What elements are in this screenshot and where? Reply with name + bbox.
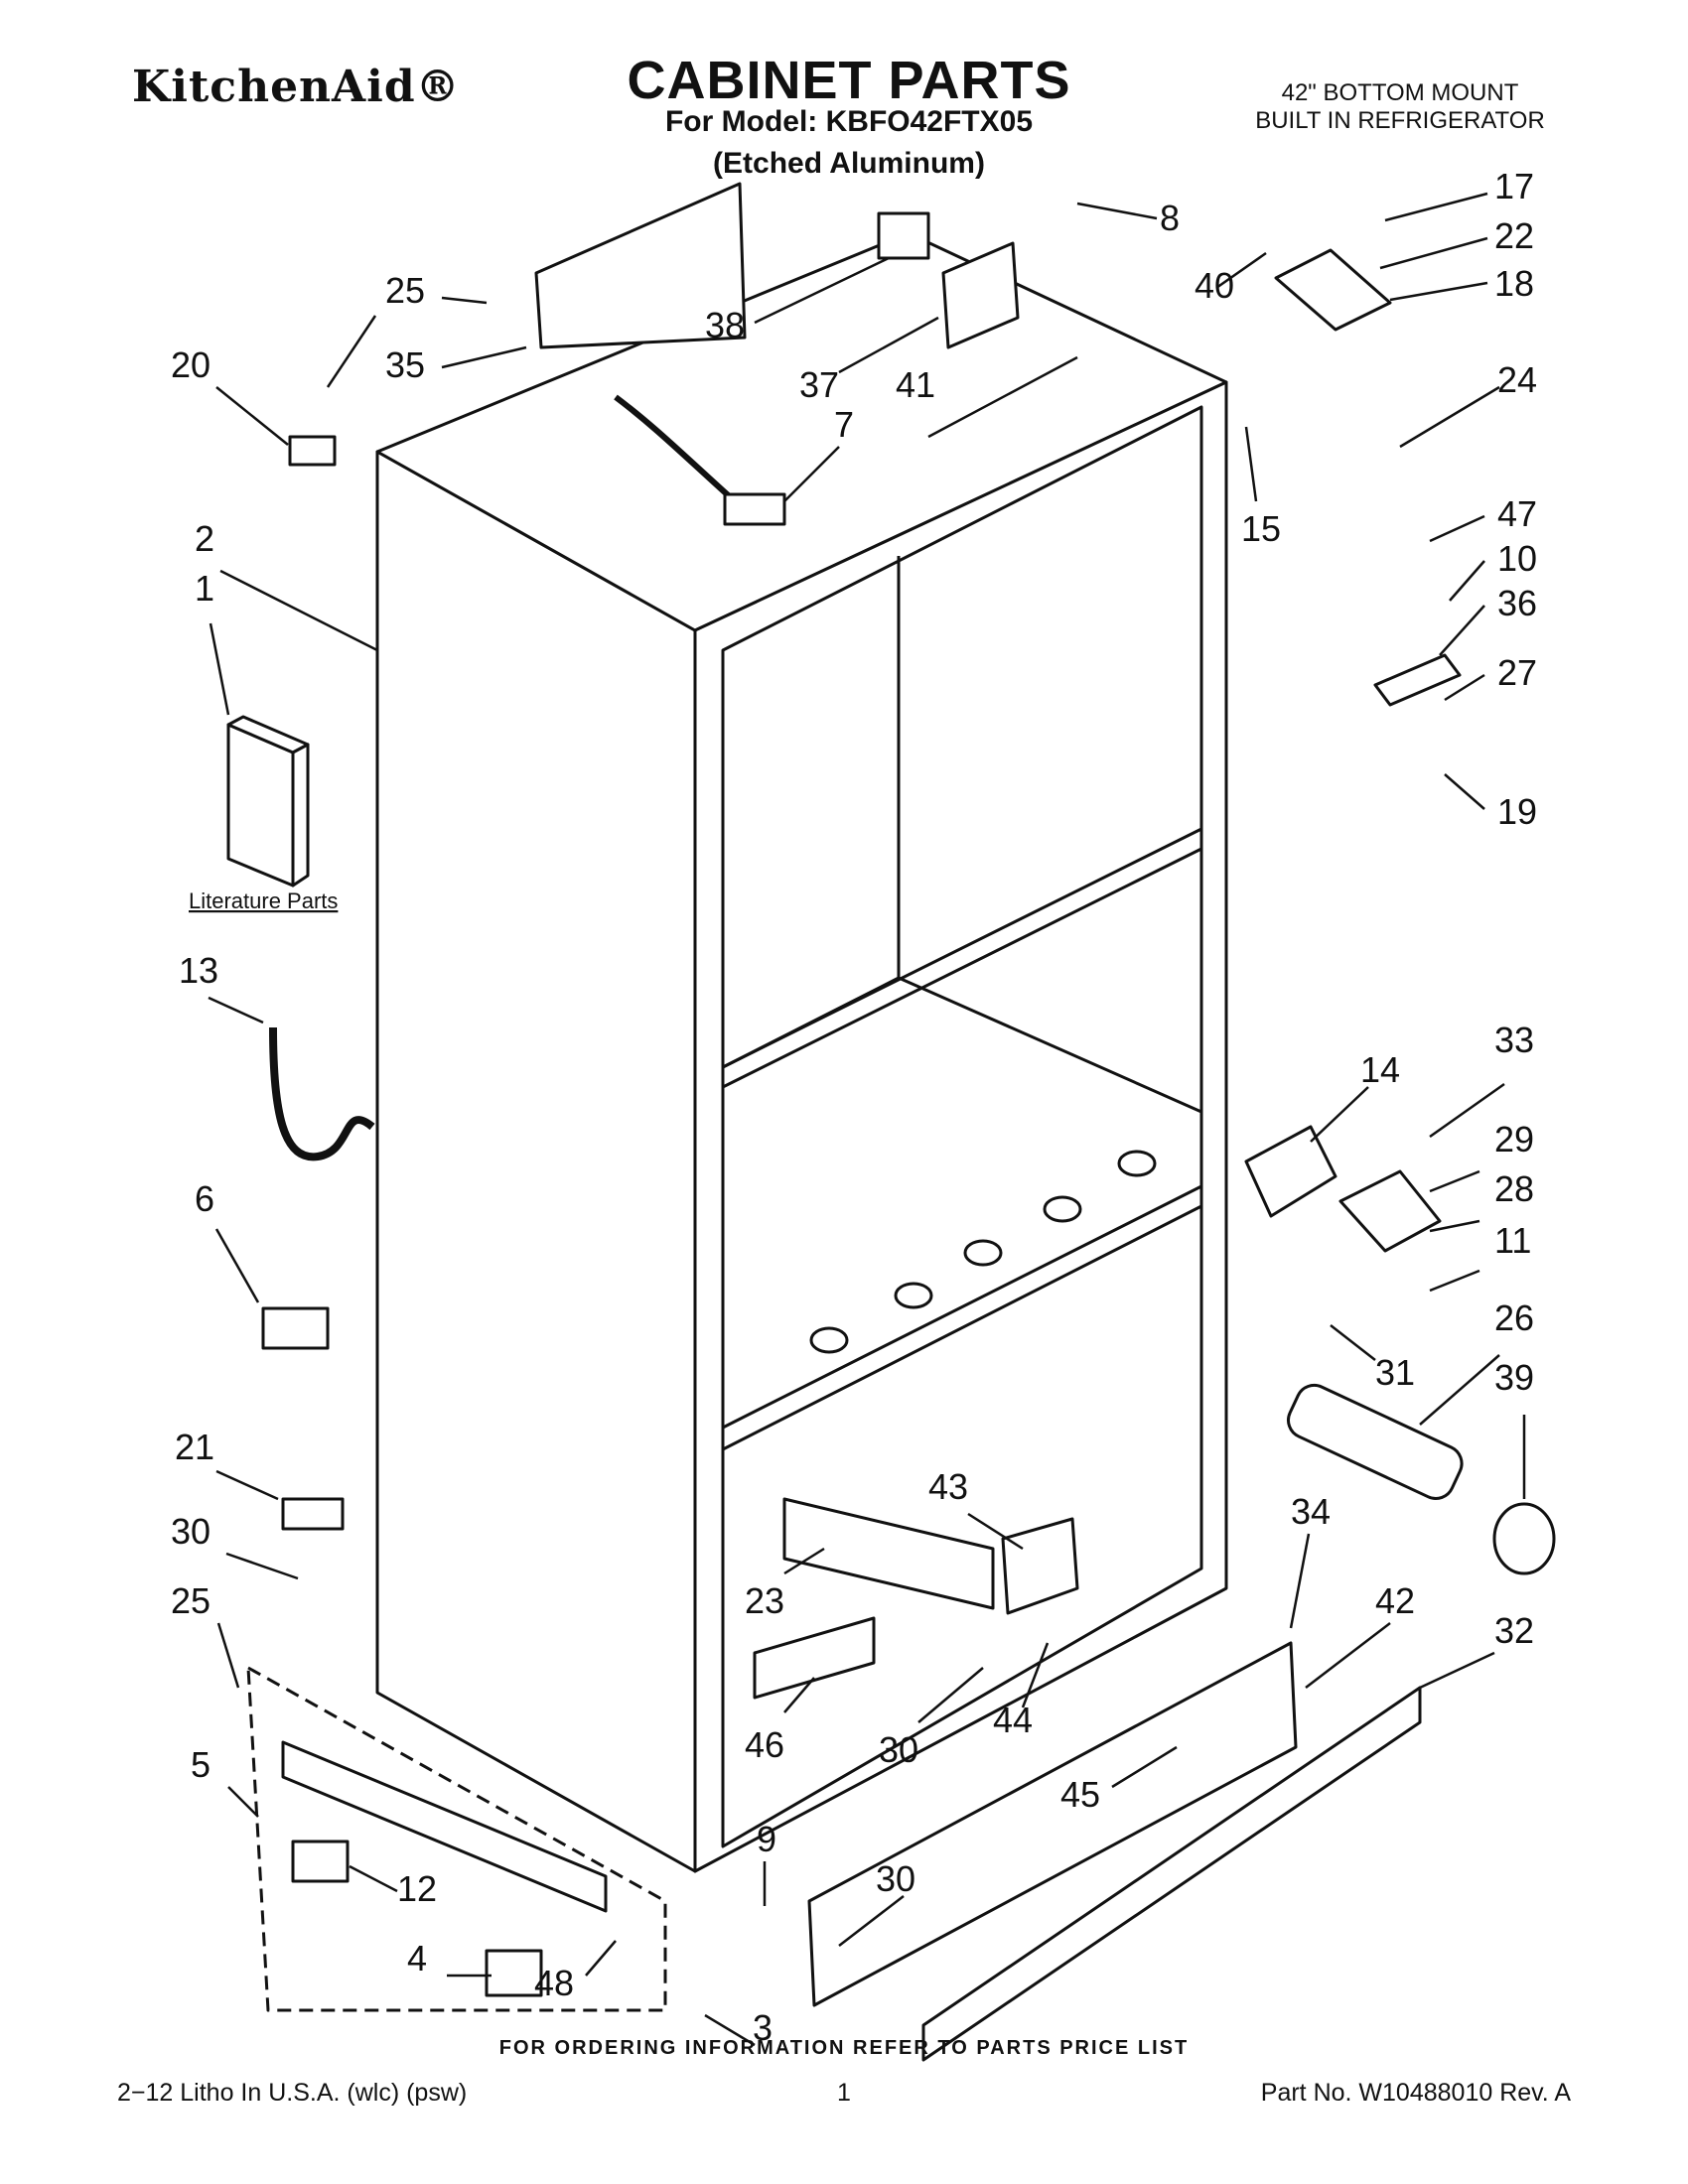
- water-hose: [269, 1026, 375, 1161]
- callout-37: 37: [799, 364, 839, 405]
- callout-30: 30: [171, 1511, 211, 1552]
- clip-20: [288, 435, 337, 467]
- callout-30: 30: [879, 1729, 918, 1770]
- callout-13: 13: [179, 950, 218, 991]
- callout-34: 34: [1291, 1491, 1331, 1532]
- callout-43: 43: [928, 1466, 968, 1507]
- brand-logo: KitchenAid®: [132, 62, 461, 112]
- callout-44: 44: [993, 1700, 1033, 1740]
- bracket-37: [941, 241, 1020, 349]
- callout-40: 40: [1195, 265, 1234, 306]
- water-filter: [1287, 1383, 1464, 1500]
- callout-23: 23: [745, 1580, 784, 1621]
- model-number: For Model: KBFO42FTX05: [664, 105, 1034, 138]
- callout-22: 22: [1494, 215, 1534, 256]
- callout-28: 28: [1494, 1168, 1534, 1209]
- toe-grille: [807, 1641, 1298, 2007]
- callout-9: 9: [757, 1819, 776, 1859]
- part-number: Part No. W10488010 Rev. A: [1260, 2079, 1571, 2107]
- evaporator-cover: [782, 1497, 995, 1610]
- callout-2: 2: [195, 518, 214, 559]
- callout-20: 20: [171, 344, 211, 385]
- filter-cap: [1492, 1502, 1556, 1575]
- callout-36: 36: [1497, 583, 1537, 623]
- callout-7: 7: [834, 404, 854, 445]
- leader-lines: [208, 192, 1526, 2047]
- callout-38: 38: [705, 305, 745, 345]
- callout-45: 45: [1060, 1774, 1100, 1815]
- page-number: 1: [837, 2079, 851, 2107]
- callout-48: 48: [534, 1963, 574, 2003]
- hinge-bracket: [1338, 1169, 1442, 1253]
- callout-11: 11: [1494, 1220, 1531, 1261]
- callout-1: 1: [195, 568, 214, 609]
- callout-35: 35: [385, 344, 425, 385]
- callout-15: 15: [1241, 508, 1281, 549]
- callout-24: 24: [1497, 359, 1537, 400]
- callout-5: 5: [191, 1744, 211, 1785]
- roller: [485, 1949, 543, 1997]
- door-stop: [1373, 653, 1462, 707]
- callout-42: 42: [1375, 1580, 1415, 1621]
- callout-25: 25: [171, 1580, 211, 1621]
- top-hinge: [1274, 248, 1392, 332]
- bracket-38: [877, 211, 930, 260]
- callout-25: 25: [385, 270, 425, 311]
- base-grille: [921, 1686, 1422, 2062]
- page-title: CABINET PARTS: [627, 51, 1071, 110]
- callout-10: 10: [1497, 538, 1537, 579]
- product-description: 42" BOTTOM MOUNT BUILT IN REFRIGERATOR: [1231, 79, 1569, 135]
- callout-18: 18: [1494, 263, 1534, 304]
- literature-parts-label: Literature Parts: [189, 888, 338, 913]
- ordering-note: FOR ORDERING INFORMATION REFER TO PARTS …: [498, 2037, 1190, 2059]
- base-rail: [281, 1740, 608, 1913]
- callout-numbers: 2535202113621302551244839303837741840172…: [171, 166, 1537, 2048]
- base-assembly-box: [246, 1666, 667, 2012]
- tray-46: [753, 1616, 876, 1700]
- callout-41: 41: [896, 364, 935, 405]
- litho-info: 2−12 Litho In U.S.A. (wlc) (psw): [117, 2079, 468, 2107]
- evaporator-bracket: [1001, 1517, 1079, 1615]
- callout-30: 30: [876, 1858, 915, 1899]
- hinge-plate: [1244, 1125, 1337, 1218]
- leveling-leg: [291, 1840, 350, 1883]
- harness-connector: [723, 492, 786, 526]
- callout-29: 29: [1494, 1119, 1534, 1160]
- callout-27: 27: [1497, 652, 1537, 693]
- callout-4: 4: [407, 1938, 427, 1979]
- callout-17: 17: [1494, 166, 1534, 206]
- callout-3: 3: [753, 2007, 773, 2048]
- callout-19: 19: [1497, 791, 1537, 832]
- callout-46: 46: [745, 1724, 784, 1765]
- wire-harness: [614, 394, 738, 504]
- callout-12: 12: [397, 1868, 437, 1909]
- callout-31: 31: [1375, 1352, 1415, 1393]
- clip-21: [281, 1497, 345, 1531]
- clip-6: [261, 1306, 330, 1350]
- callout-47: 47: [1497, 493, 1537, 534]
- callout-39: 39: [1494, 1357, 1534, 1398]
- product-line-1: 42" BOTTOM MOUNT: [1281, 79, 1519, 106]
- cabinet-back-panel: [534, 182, 747, 349]
- callout-14: 14: [1360, 1049, 1400, 1090]
- callout-8: 8: [1160, 198, 1180, 238]
- cabinet-left-face: [375, 450, 697, 1873]
- product-line-2: BUILT IN REFRIGERATOR: [1255, 107, 1545, 134]
- callout-26: 26: [1494, 1297, 1534, 1338]
- callout-32: 32: [1494, 1610, 1534, 1651]
- callout-33: 33: [1494, 1020, 1534, 1060]
- callout-21: 21: [175, 1427, 214, 1467]
- callout-6: 6: [195, 1178, 214, 1219]
- model-variant: (Etched Aluminum): [713, 147, 985, 180]
